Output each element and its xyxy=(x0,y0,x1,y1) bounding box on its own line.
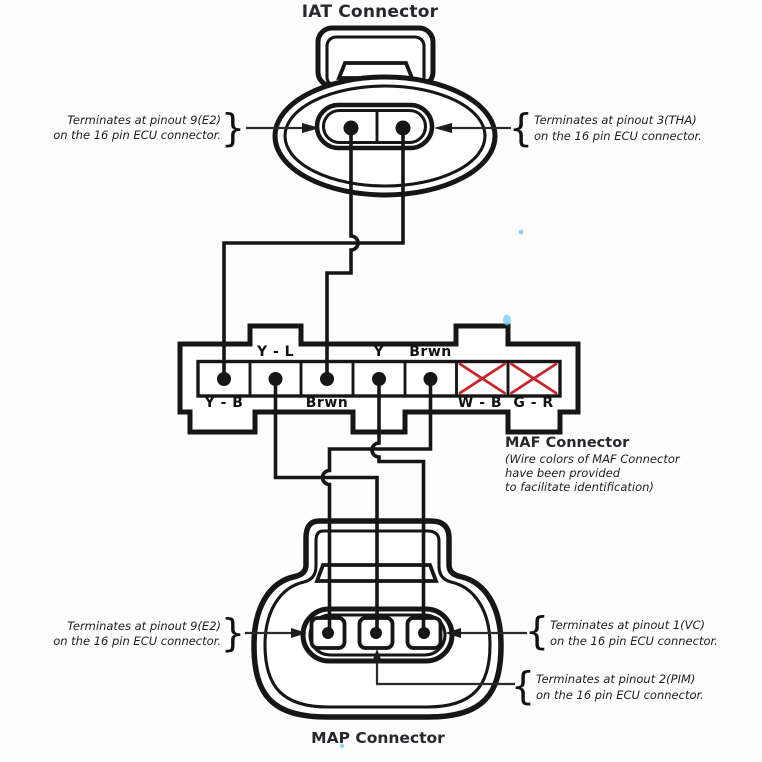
wire-iat-e2-to-maf-pin3 xyxy=(325,128,360,379)
scan-artifact xyxy=(339,743,345,749)
iat-left-note-line2: on the 16 pin ECU connector. xyxy=(53,128,221,142)
maf-caption-line1: (Wire colors of MAF Connector xyxy=(505,452,681,466)
scan-artifact xyxy=(503,314,511,326)
map-pim-brace-icon: { xyxy=(511,664,535,708)
maf-cell-dividers xyxy=(248,361,510,396)
iat-left-brace-icon: } xyxy=(221,106,245,150)
wires xyxy=(222,128,433,633)
iat-right-note-line2: on the 16 pin ECU connector. xyxy=(534,129,702,143)
iat-slot-inner xyxy=(321,108,428,145)
wire-maf-pin5-to-map-e2 xyxy=(320,379,433,633)
annotation-lines xyxy=(245,123,527,686)
map-left-note-line1: Terminates at pinout 9(E2) xyxy=(67,619,221,633)
iat-left-arrow-icon xyxy=(302,123,320,133)
map-vc-note-line2: on the 16 pin ECU connector. xyxy=(550,634,718,648)
maf-label-pin2: Y - L xyxy=(256,344,294,360)
iat-right-arrow-icon xyxy=(434,123,452,133)
map-pim-note-line xyxy=(375,661,515,686)
map-pim-arrow-icon xyxy=(371,649,383,663)
map-title: MAP Connector xyxy=(311,729,445,747)
map-pim-note-line1: Terminates at pinout 2(PIM) xyxy=(536,672,695,686)
maf-caption-line3: to facilitate identification) xyxy=(505,480,654,494)
map-vc-arrow-icon xyxy=(445,628,461,638)
map-left-brace-icon: } xyxy=(221,611,245,655)
maf-label-pin3: Brwn xyxy=(306,395,348,411)
labels-and-titles: IAT Connector Terminates at pinout 9(E2)… xyxy=(53,2,718,747)
scan-artifact xyxy=(518,229,524,235)
maf-label-pin6: W - B xyxy=(458,395,502,411)
wire-maf-pin2-to-map-pim xyxy=(273,379,379,633)
iat-left-note-line1: Terminates at pinout 9(E2) xyxy=(67,113,221,127)
maf-label-pin5: Brwn xyxy=(409,344,451,360)
iat-connector xyxy=(272,25,498,198)
scan-artifacts xyxy=(339,229,524,749)
map-vc-brace-icon: { xyxy=(525,609,549,653)
wire-iat-tha-to-maf-pin1 xyxy=(222,128,405,379)
maf-label-pin4: Y xyxy=(373,344,385,360)
maf-label-pin7: G - R xyxy=(513,395,553,411)
iat-right-note-line1: Terminates at pinout 3(THA) xyxy=(534,113,697,127)
iat-shell-inner xyxy=(283,84,487,188)
iat-title: IAT Connector xyxy=(302,2,439,22)
map-left-note-line2: on the 16 pin ECU connector. xyxy=(53,634,221,648)
map-body-inner xyxy=(263,529,492,709)
map-vc-note-line1: Terminates at pinout 1(VC) xyxy=(550,618,705,632)
map-pim-note-line2: on the 16 pin ECU connector. xyxy=(536,688,704,702)
iat-right-brace-icon: { xyxy=(509,106,533,150)
maf-unused-pin-x-marks xyxy=(458,362,558,395)
maf-label-pin1: Y - B xyxy=(204,395,244,411)
maf-caption-line2: have been provided xyxy=(505,466,621,480)
maf-title: MAF Connector xyxy=(505,435,630,451)
wire-maf-pin4-to-map-vc xyxy=(370,379,426,633)
map-left-arrow-icon xyxy=(291,628,307,638)
